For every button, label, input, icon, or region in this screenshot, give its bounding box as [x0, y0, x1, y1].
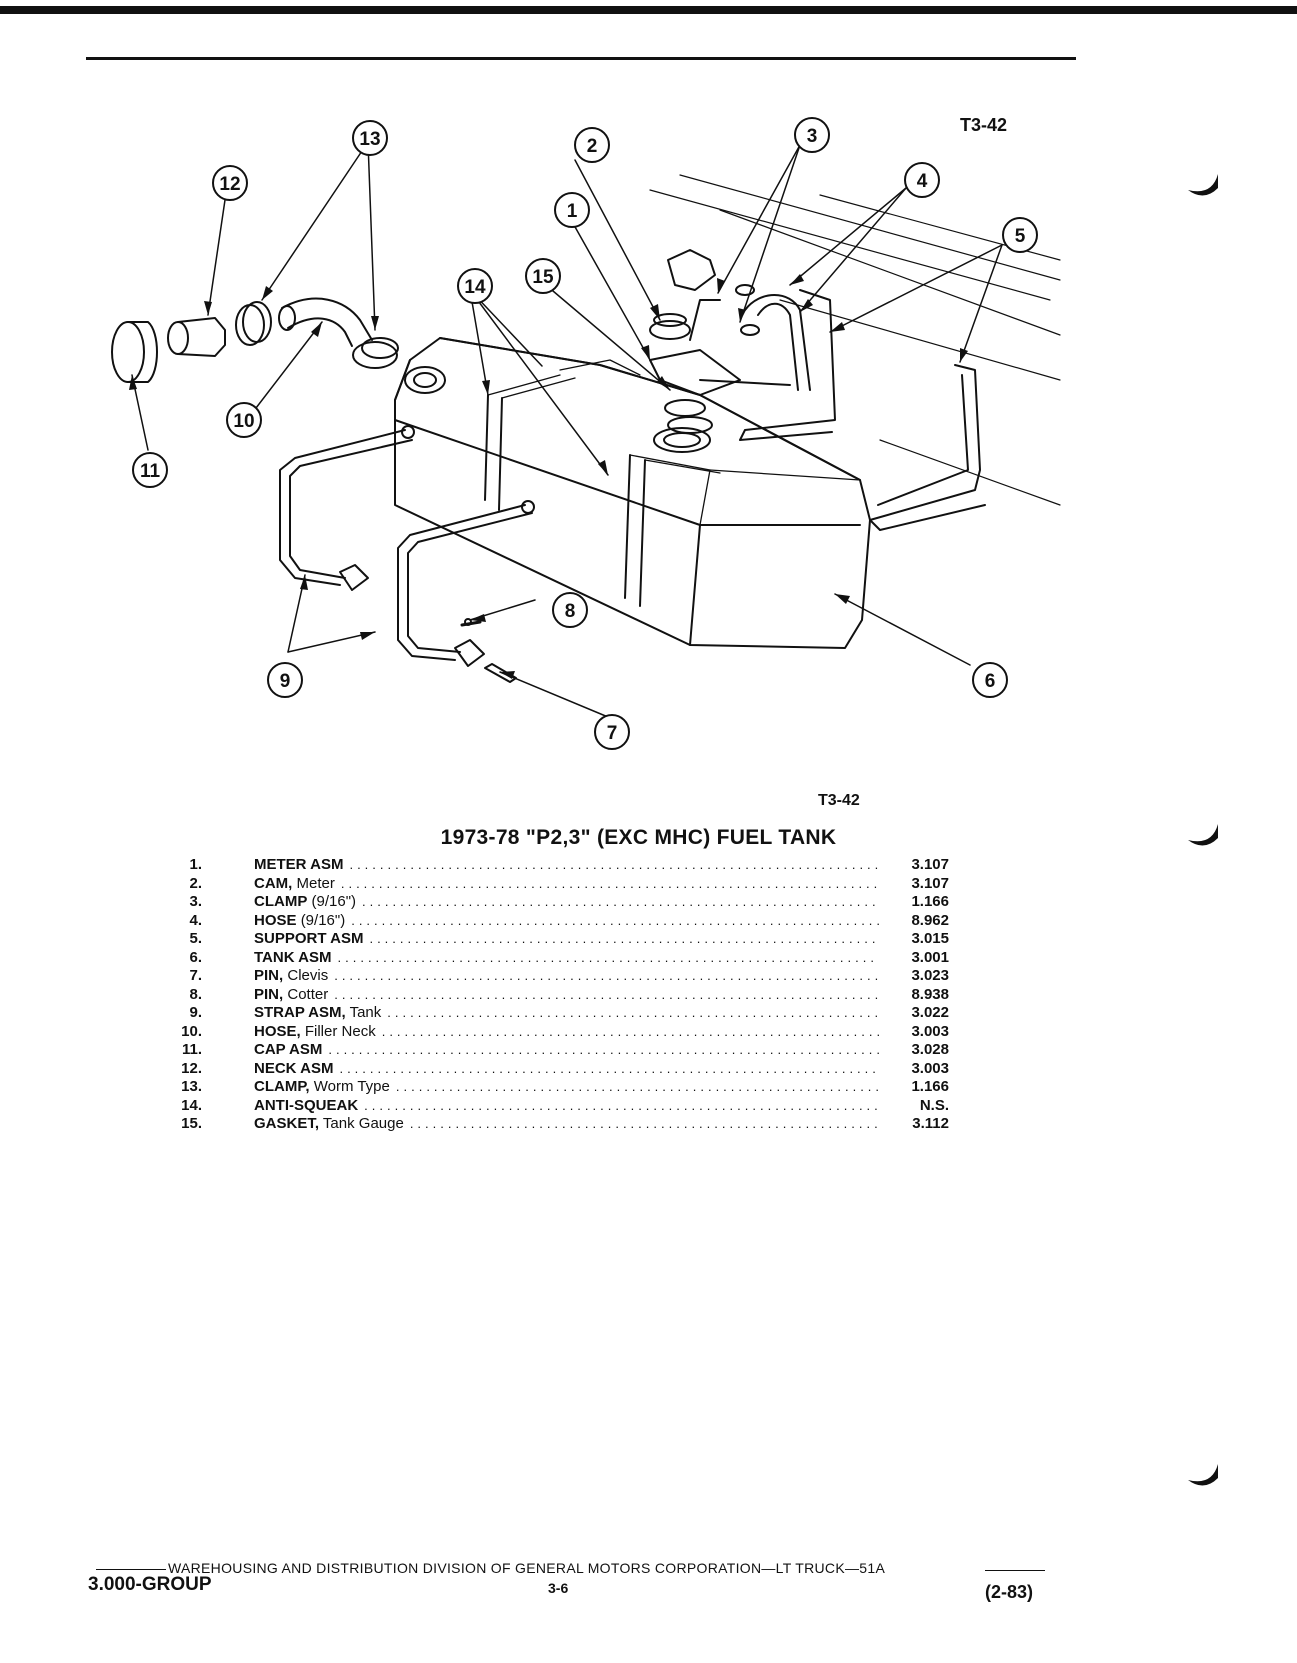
tank-body: [394, 337, 871, 649]
tank-straps: [279, 425, 535, 667]
callout-14: 14: [457, 268, 493, 304]
callout-6: 6: [972, 662, 1008, 698]
punch-mark-icon: [1188, 1464, 1218, 1486]
footer-page-number: 3-6: [548, 1580, 569, 1596]
svg-text:1: 1: [567, 201, 578, 222]
svg-text:15: 15: [532, 267, 554, 288]
figure-code-top: T3-42: [960, 115, 1008, 135]
punch-mark-icon: [1188, 824, 1218, 846]
callout-4: 4: [904, 162, 940, 198]
svg-text:14: 14: [464, 277, 486, 298]
meter-assembly: [649, 249, 811, 434]
svg-text:4: 4: [917, 171, 928, 192]
parts-row: 6.TANK ASM .............................…: [189, 948, 949, 966]
svg-text:8: 8: [565, 601, 576, 622]
fuel-tank-exploded-diagram: 1 2 3 4 5 6 7 8 9 10 11 12 13 14 15: [111, 117, 1061, 750]
svg-text:5: 5: [1015, 226, 1026, 247]
svg-text:3: 3: [807, 126, 818, 147]
footer-division-line: WAREHOUSING AND DISTRIBUTION DIVISION OF…: [96, 1560, 885, 1576]
callout-7: 7: [594, 714, 630, 750]
parts-row: 12.NECK ASM ............................…: [181, 1059, 949, 1077]
svg-text:2: 2: [587, 136, 598, 157]
parts-row: 9.STRAP ASM, Tank.......................…: [189, 1004, 949, 1021]
footer-date: (2-83): [985, 1582, 1034, 1602]
parts-row: 1.METER ASM ............................…: [189, 856, 949, 873]
figure-code-bottom: T3-42: [818, 792, 860, 809]
parts-row: 13.CLAMP, Worm Type.....................…: [181, 1078, 949, 1095]
callout-11: 11: [132, 452, 168, 488]
callout-9: 9: [267, 662, 303, 698]
svg-text:7: 7: [607, 723, 618, 744]
parts-row: 8.PIN, Cotter...........................…: [189, 985, 949, 1003]
callout-2: 2: [574, 127, 610, 163]
svg-text:11: 11: [140, 461, 161, 482]
callout-15: 15: [525, 258, 561, 294]
filler-neck-parts: [111, 297, 399, 383]
parts-list-title: 1973-78 "P2,3" (EXC MHC) FUEL TANK: [440, 826, 837, 849]
parts-row: 10.HOSE, Filler Neck....................…: [181, 1022, 949, 1040]
callout-13: 13: [352, 120, 388, 156]
callout-bubbles: 1 2 3 4 5 6 7 8 9 10 11 12 13 14 15: [132, 117, 1038, 750]
vehicle-frame-lines: [649, 174, 1061, 506]
header-rule: [86, 57, 1076, 60]
parts-row: 7.PIN, Clevis...........................…: [189, 967, 949, 984]
arrowheads: [129, 274, 968, 679]
parts-row: 11.CAP ASM .............................…: [181, 1041, 949, 1058]
callout-3: 3: [794, 117, 830, 153]
svg-text:13: 13: [359, 129, 380, 150]
callout-8: 8: [552, 592, 588, 628]
top-border-bar: [0, 6, 1297, 14]
punch-mark-icon: [1188, 174, 1218, 196]
callout-10: 10: [226, 402, 262, 438]
svg-text:10: 10: [233, 411, 254, 432]
parts-row: 3.CLAMP (9/16").........................…: [189, 893, 949, 910]
svg-text:9: 9: [280, 671, 291, 692]
callout-5: 5: [1002, 217, 1038, 253]
parts-list: 1.METER ASM ............................…: [150, 856, 965, 1134]
parts-row: 14.ANTI-SQUEAK .........................…: [181, 1096, 949, 1114]
footer-group: 3.000-GROUP: [88, 1574, 212, 1595]
support-brackets: [739, 289, 986, 531]
parts-row: 4.HOSE (9/16")..........................…: [189, 911, 949, 929]
footer-rule: [985, 1570, 1045, 1571]
parts-row: 5.SUPPORT ASM ..........................…: [189, 930, 949, 947]
callout-12: 12: [212, 165, 248, 201]
svg-text:6: 6: [985, 671, 996, 692]
svg-text:12: 12: [219, 174, 240, 195]
callout-1: 1: [554, 192, 590, 228]
parts-row: 2.CAM, Meter............................…: [189, 874, 949, 892]
parts-row: 15.GASKET, Tank Gauge...................…: [181, 1115, 949, 1132]
leader-lines: [131, 141, 1003, 718]
